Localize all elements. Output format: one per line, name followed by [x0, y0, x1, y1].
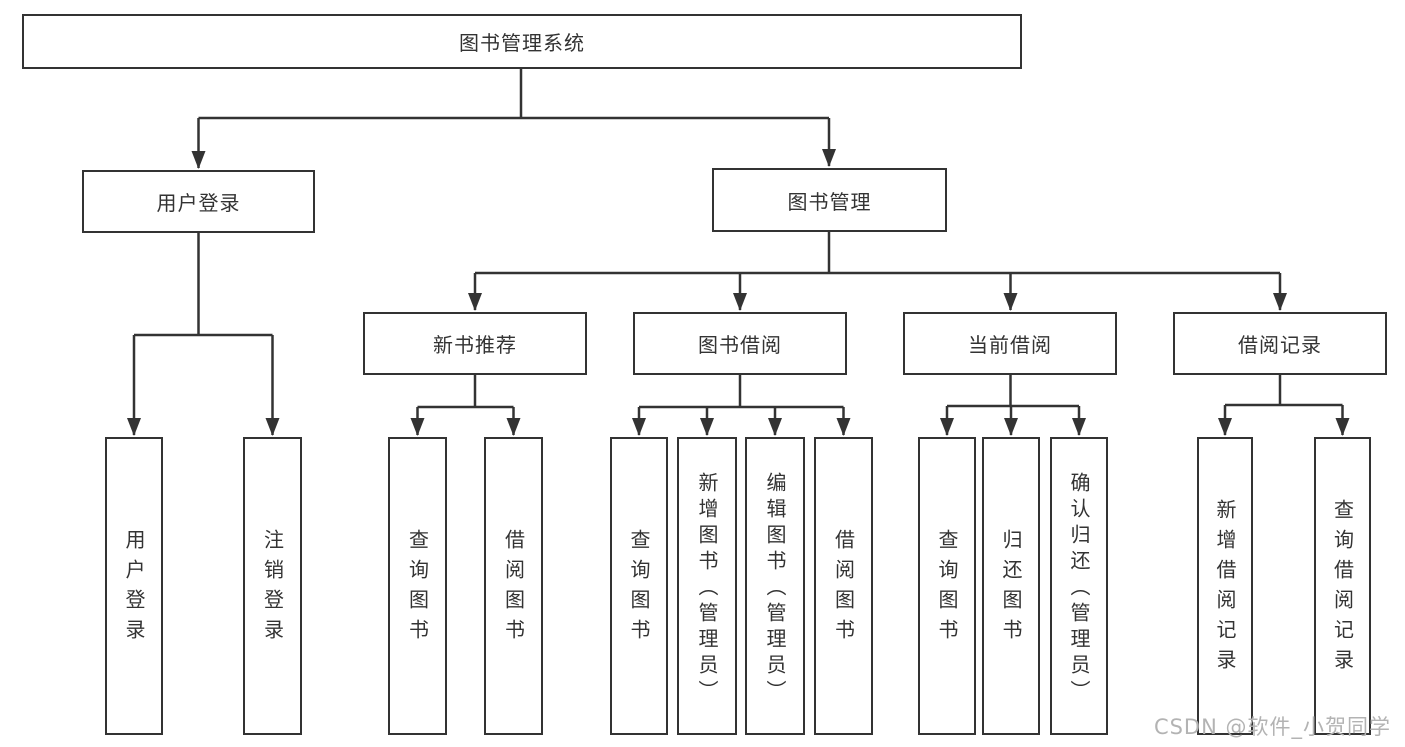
node-new-book-recommend: 新书推荐: [363, 312, 587, 375]
node-borrow-record: 借阅记录: [1173, 312, 1387, 375]
leaf-add-book-admin: 新增图书（管理员）: [677, 437, 737, 735]
leaf-return-book: 归还图书: [982, 437, 1040, 735]
leaf-query-books-recommend: 查询图书: [388, 437, 447, 735]
node-book-management: 图书管理: [712, 168, 947, 232]
node-library-management-system: 图书管理系统: [22, 14, 1022, 69]
leaf-query-borrow-record: 查询借阅记录: [1314, 437, 1371, 735]
node-user-login: 用户登录: [82, 170, 315, 233]
leaf-borrow-books-recommend: 借阅图书: [484, 437, 543, 735]
leaf-query-books-borrow: 查询图书: [610, 437, 668, 735]
leaf-user-login: 用户登录: [105, 437, 163, 735]
leaf-edit-book-admin: 编辑图书（管理员）: [745, 437, 805, 735]
watermark: CSDN @软件_小贺同学: [1153, 715, 1391, 739]
node-book-borrow: 图书借阅: [633, 312, 847, 375]
leaf-logout: 注销登录: [243, 437, 302, 735]
node-current-borrow: 当前借阅: [903, 312, 1117, 375]
leaf-confirm-return-admin: 确认归还（管理员）: [1050, 437, 1108, 735]
leaf-borrow-books: 借阅图书: [814, 437, 873, 735]
leaf-query-books-current: 查询图书: [918, 437, 976, 735]
leaf-add-borrow-record: 新增借阅记录: [1197, 437, 1253, 735]
